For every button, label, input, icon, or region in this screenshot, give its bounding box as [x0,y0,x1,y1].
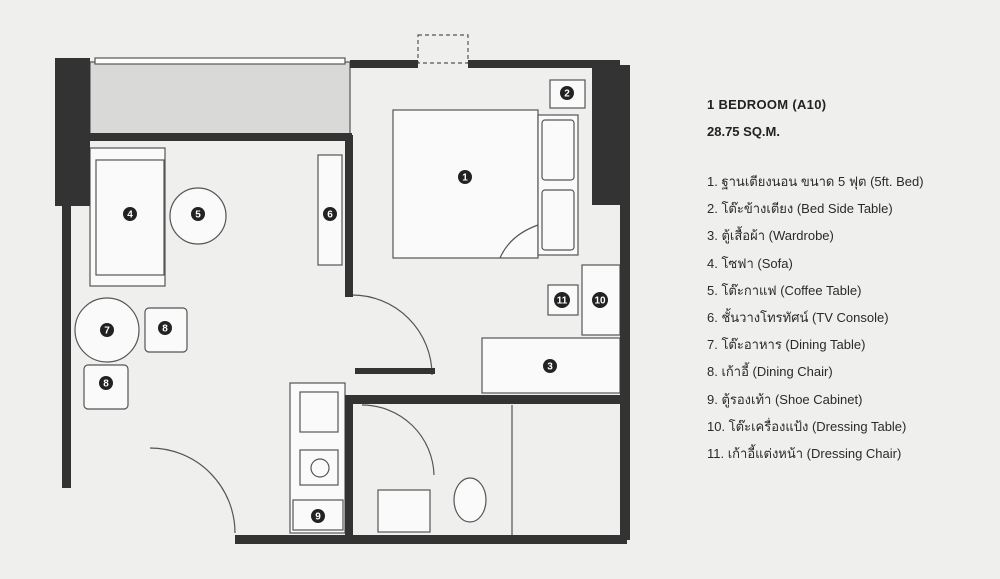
svg-text:6: 6 [327,210,333,221]
entrance-door [149,447,236,534]
svg-text:1: 1 [462,173,468,184]
marker-shoe-cabinet: 9 [311,509,325,523]
svg-text:10: 10 [594,296,606,307]
window [417,34,469,64]
headboard [537,114,579,256]
marker-sofa: 4 [123,207,137,221]
legend-item: 1. ฐานเตียงนอน ขนาด 5 ฟุต (5ft. Bed) [707,174,924,189]
marker-dining-chair: 8 [158,321,172,335]
floor-plan: 1 2 3 4 5 6 7 8 8 9 10 11 [55,34,630,544]
legend-item: 10. โต๊ะเครื่องแป้ง (Dressing Table) [707,418,907,434]
legend-item: 9. ตู้รองเท้า (Shoe Cabinet) [707,391,863,407]
marker-dressing-chair: 11 [554,292,570,308]
legend-item: 3. ตู้เสื้อผ้า (Wardrobe) [707,228,834,244]
svg-text:4: 4 [127,210,133,221]
legend-item: 7. โต๊ะอาหาร (Dining Table) [707,337,866,353]
unit-area: 28.75 SQ.M. [707,124,780,139]
marker-dressing-table: 10 [592,292,608,308]
svg-text:2: 2 [564,89,570,100]
legend-item: 6. ชั้นวางโทรทัศน์ (TV Console) [707,309,889,325]
svg-text:9: 9 [315,512,321,523]
marker-dining-table: 7 [100,323,114,337]
bathroom-door [361,404,435,476]
svg-text:3: 3 [547,362,553,373]
marker-wardrobe: 3 [543,359,557,373]
legend-item: 8. เก้าอี้ (Dining Chair) [707,364,833,380]
legend-item: 5. โต๊ะกาแฟ (Coffee Table) [707,282,862,298]
legend-item: 4. โซฟา (Sofa) [707,255,793,271]
basin [377,489,431,533]
marker-tv-console: 6 [323,207,337,221]
shoe-cabinet [292,499,344,531]
furniture-legend: 1. ฐานเตียงนอน ขนาด 5 ฟุต (5ft. Bed) 2. … [707,172,924,471]
svg-text:7: 7 [104,326,110,337]
bedroom-door [351,294,433,376]
toilet [453,477,487,523]
svg-text:8: 8 [103,379,109,390]
unit-title: 1 BEDROOM (A10) [707,97,827,112]
balcony-railing [94,57,346,65]
marker-coffee-table: 5 [191,207,205,221]
marker-bed: 1 [458,170,472,184]
marker-dining-chair: 8 [99,376,113,390]
legend-item: 2. โต๊ะข้างเตียง (Bed Side Table) [707,201,893,217]
svg-text:5: 5 [195,210,201,221]
svg-text:11: 11 [557,296,568,307]
walls [55,58,630,544]
bed [392,109,539,259]
balcony [89,61,351,135]
legend-item: 11. เก้าอี้แต่งหน้า (Dressing Chair) [707,445,902,461]
kitchen-counter [289,382,346,534]
unit-info: 1 BEDROOM (A10) 28.75 SQ.M. 1. ฐานเตียงน… [707,97,924,471]
svg-text:8: 8 [162,324,168,335]
marker-bedside-table: 2 [560,86,574,100]
markers: 1 2 3 4 5 6 7 8 8 9 10 11 [99,86,608,523]
